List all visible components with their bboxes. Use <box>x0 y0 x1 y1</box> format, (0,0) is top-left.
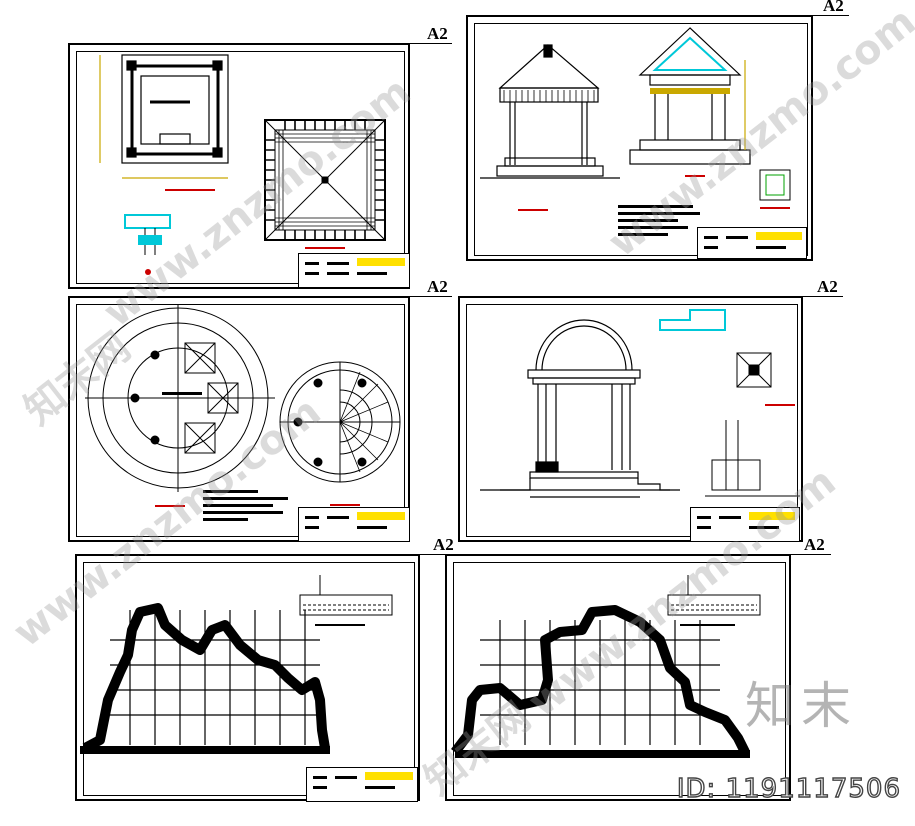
sheet-5-size-label: A2 <box>433 535 454 554</box>
sheet-3-text-block <box>203 490 288 521</box>
drawing-sheet-3 <box>68 296 410 542</box>
sheet-1-frame-line <box>410 43 452 44</box>
rockery-grid-1 <box>110 610 320 745</box>
title-block-sheet-1 <box>298 253 410 288</box>
sheet-1-detail <box>124 189 345 275</box>
pavilion-elevation <box>480 44 620 211</box>
roof-plan-rafters <box>265 120 385 240</box>
sheet-2-detail <box>759 169 791 209</box>
rockery-outline-1 <box>82 603 330 753</box>
image-id-text: ID: 1191117506 <box>676 773 901 804</box>
round-roof-plan <box>279 361 401 506</box>
round-pavilion-plan <box>85 305 275 507</box>
sheet-5-frame-line <box>420 554 460 555</box>
pavilion-floor-plan <box>99 54 229 179</box>
rockery-section-2 <box>667 575 761 626</box>
roof-plan <box>264 119 386 241</box>
sheet-6-size-label: A2 <box>804 535 825 554</box>
sheet-2-frame-line <box>813 15 849 16</box>
dome-pavilion-elevation <box>480 319 680 498</box>
sheet-3-size-label: A2 <box>427 277 448 296</box>
brand-logo: 知末 <box>745 677 857 735</box>
title-block-sheet-2 <box>697 227 807 259</box>
rockery-outline-2 <box>451 605 750 756</box>
title-block-sheet-5 <box>306 767 418 802</box>
sheet-4-frame-line <box>803 296 843 297</box>
sheet-6-frame-line <box>791 554 831 555</box>
title-block-sheet-3 <box>298 507 410 542</box>
sheet-4-details <box>659 309 800 497</box>
sheet-1-size-label: A2 <box>427 24 448 43</box>
pavilion-section <box>629 27 751 177</box>
rockery-section-1 <box>299 575 393 626</box>
sheet-4-size-label: A2 <box>817 277 838 296</box>
sheet-2-size-label: A2 <box>823 0 844 15</box>
sheet-3-frame-line <box>410 296 452 297</box>
sheet-2-text-block <box>618 205 700 236</box>
drawing-sheet-1 <box>68 43 410 289</box>
title-block-sheet-4 <box>690 507 800 542</box>
